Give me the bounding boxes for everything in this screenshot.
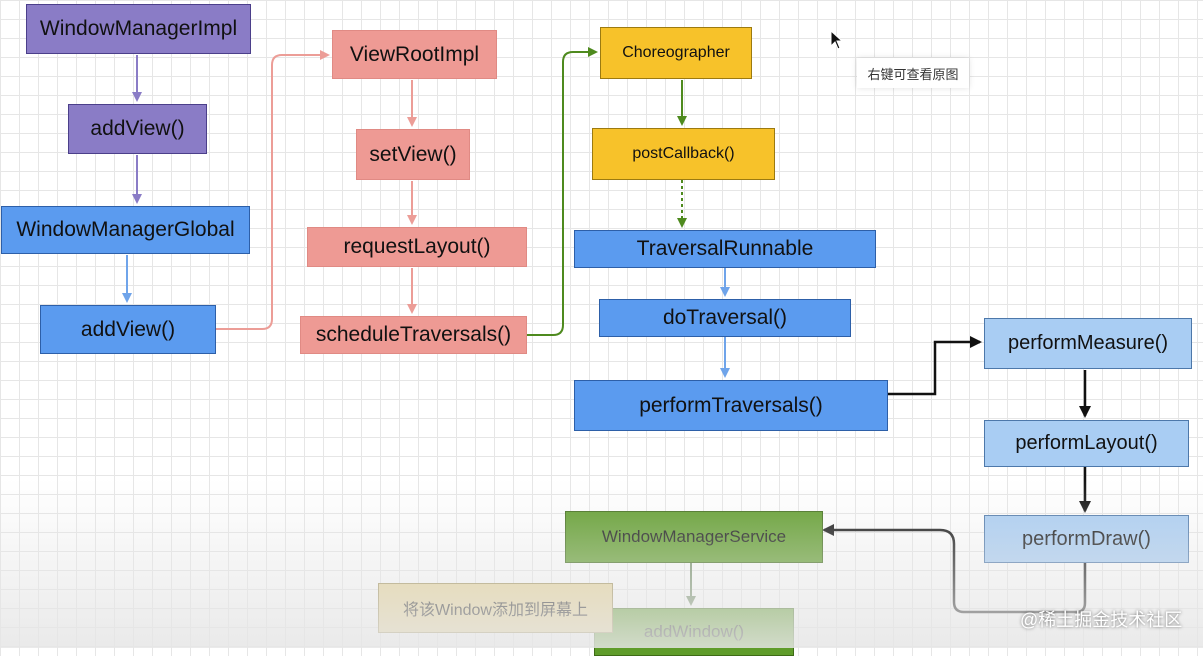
node-choreographer: Choreographer xyxy=(600,27,752,79)
arrow-schedule-to-choreographer xyxy=(527,47,598,336)
node-traversal-runnable: TraversalRunnable xyxy=(574,230,876,268)
node-set-view: setView() xyxy=(356,129,470,180)
arrow-traversals-to-measure xyxy=(888,336,982,396)
node-window-manager-impl: WindowManagerImpl xyxy=(26,4,251,54)
node-add-window: addWindow() xyxy=(594,608,794,656)
node-post-callback: postCallback() xyxy=(592,128,775,180)
node-add-view-1: addView() xyxy=(68,104,207,154)
node-schedule-traversals: scheduleTraversals() xyxy=(300,316,527,354)
note-add-to-screen: 将该Window添加到屏幕上 xyxy=(378,583,613,633)
mouse-cursor-icon xyxy=(830,30,844,50)
node-view-root-impl: ViewRootImpl xyxy=(332,30,497,79)
node-window-manager-service: WindowManagerService xyxy=(565,511,823,563)
node-window-manager-global: WindowManagerGlobal xyxy=(1,206,250,254)
context-hint-tooltip[interactable]: 右键可查看原图 xyxy=(857,58,969,88)
arrow-addview-to-viewrootimpl xyxy=(216,50,330,330)
watermark-text: @稀土掘金技术社区 xyxy=(1020,610,1183,630)
node-add-view-2: addView() xyxy=(40,305,216,354)
node-perform-traversals: performTraversals() xyxy=(574,380,888,431)
node-request-layout: requestLayout() xyxy=(307,227,527,267)
node-do-traversal: doTraversal() xyxy=(599,299,851,337)
node-perform-measure: performMeasure() xyxy=(984,318,1192,369)
node-perform-draw: performDraw() xyxy=(984,515,1189,563)
node-perform-layout: performLayout() xyxy=(984,420,1189,467)
